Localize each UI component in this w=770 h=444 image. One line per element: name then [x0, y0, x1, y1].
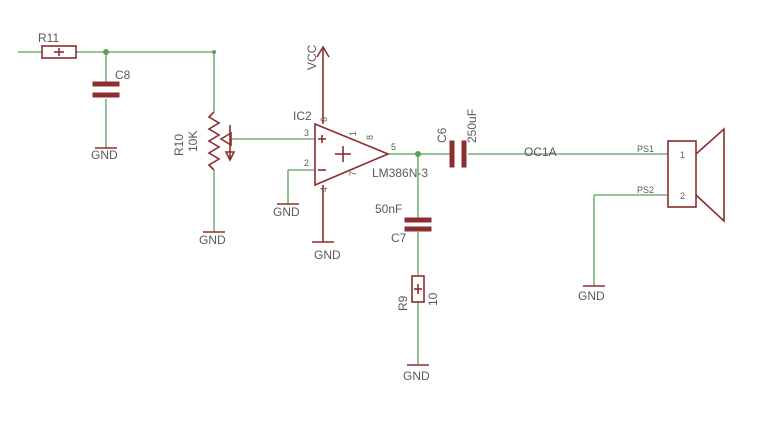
vcc-arrow-icon — [316, 45, 330, 58]
ic2-pin-1: 1 — [348, 131, 358, 136]
potentiometer-r10: R10 10K — [172, 111, 236, 171]
label-gnd-speaker: GND — [578, 289, 605, 303]
label-r10-value: 10K — [186, 131, 200, 152]
capacitor-c6-plate-left — [449, 140, 455, 168]
junction-c8 — [103, 49, 109, 55]
speaker-cone-icon — [695, 127, 725, 223]
vcc-supply: VCC — [305, 44, 330, 124]
capacitor-c6: C6 250uF — [435, 109, 479, 168]
capacitor-c8-plate-bottom — [92, 92, 120, 98]
label-c7: C7 — [391, 231, 407, 245]
ground-r9: GND — [403, 364, 430, 383]
label-c6-value: 250uF — [465, 109, 479, 143]
ic2-pin-7: 7 — [348, 171, 358, 176]
label-c7-value: 50nF — [375, 202, 402, 216]
resistor-r9: R9 10 — [396, 275, 440, 311]
resistor-r9-body — [411, 275, 425, 303]
potentiometer-r10-wiper — [219, 131, 232, 147]
resistor-r11-body — [41, 45, 77, 59]
label-gnd-pin2: GND — [273, 205, 300, 219]
speaker-body — [667, 140, 697, 208]
label-gnd-c8: GND — [91, 148, 118, 162]
label-r10: R10 — [172, 134, 186, 156]
capacitor-c7-plate-bottom — [404, 226, 432, 232]
label-ic2: IC2 — [293, 109, 312, 123]
ic2-pin-2: 2 — [304, 158, 309, 168]
ground-speaker: GND — [578, 285, 605, 303]
label-lm386: LM386N-3 — [372, 166, 428, 180]
label-r11: R11 — [38, 31, 59, 45]
junction-r10 — [212, 50, 216, 54]
label-ps1: PS1 — [637, 144, 654, 154]
speaker-pin-1: 1 — [680, 150, 685, 160]
capacitor-c7-plate-top — [404, 217, 432, 223]
speaker: 1 2 PS1 PS2 — [637, 127, 725, 223]
capacitor-c8-plate-top — [92, 81, 120, 87]
ground-ic-pin2: GND — [273, 203, 300, 219]
label-r9: R9 — [396, 295, 410, 311]
capacitor-c6-plate-right — [461, 140, 467, 168]
label-gnd-pin4: GND — [314, 248, 341, 262]
label-c8: C8 — [115, 68, 131, 82]
ground-r10: GND — [199, 231, 226, 247]
ic2-pin-8: 8 — [365, 135, 375, 140]
label-vcc: VCC — [305, 44, 319, 70]
junction-out — [415, 151, 421, 157]
ground-ic-pin4: GND — [312, 241, 341, 262]
label-r9-value: 10 — [426, 292, 440, 306]
ground-c8: GND — [91, 147, 118, 162]
speaker-pin-2: 2 — [680, 191, 685, 201]
opamp-ic2-body — [314, 122, 391, 187]
label-ps2: PS2 — [637, 185, 654, 195]
ic2-pin-4: 4 — [319, 187, 329, 192]
ic2-pin-5: 5 — [391, 142, 396, 152]
label-oc1a: OC1A — [524, 145, 557, 159]
potentiometer-r10-body — [207, 111, 221, 171]
label-c6: C6 — [435, 127, 449, 143]
capacitor-c8: C8 — [92, 68, 131, 98]
capacitor-c7: 50nF C7 — [375, 202, 432, 245]
label-gnd-r10: GND — [199, 233, 226, 247]
label-gnd-r9: GND — [403, 369, 430, 383]
ic2-pin-3: 3 — [304, 128, 309, 138]
resistor-r11: R11 — [38, 31, 77, 59]
ic2-pin-6: 6 — [319, 117, 329, 122]
opamp-ic2: IC2 LM386N-3 3 2 6 4 5 8 1 7 — [293, 109, 428, 242]
wires — [18, 51, 668, 365]
